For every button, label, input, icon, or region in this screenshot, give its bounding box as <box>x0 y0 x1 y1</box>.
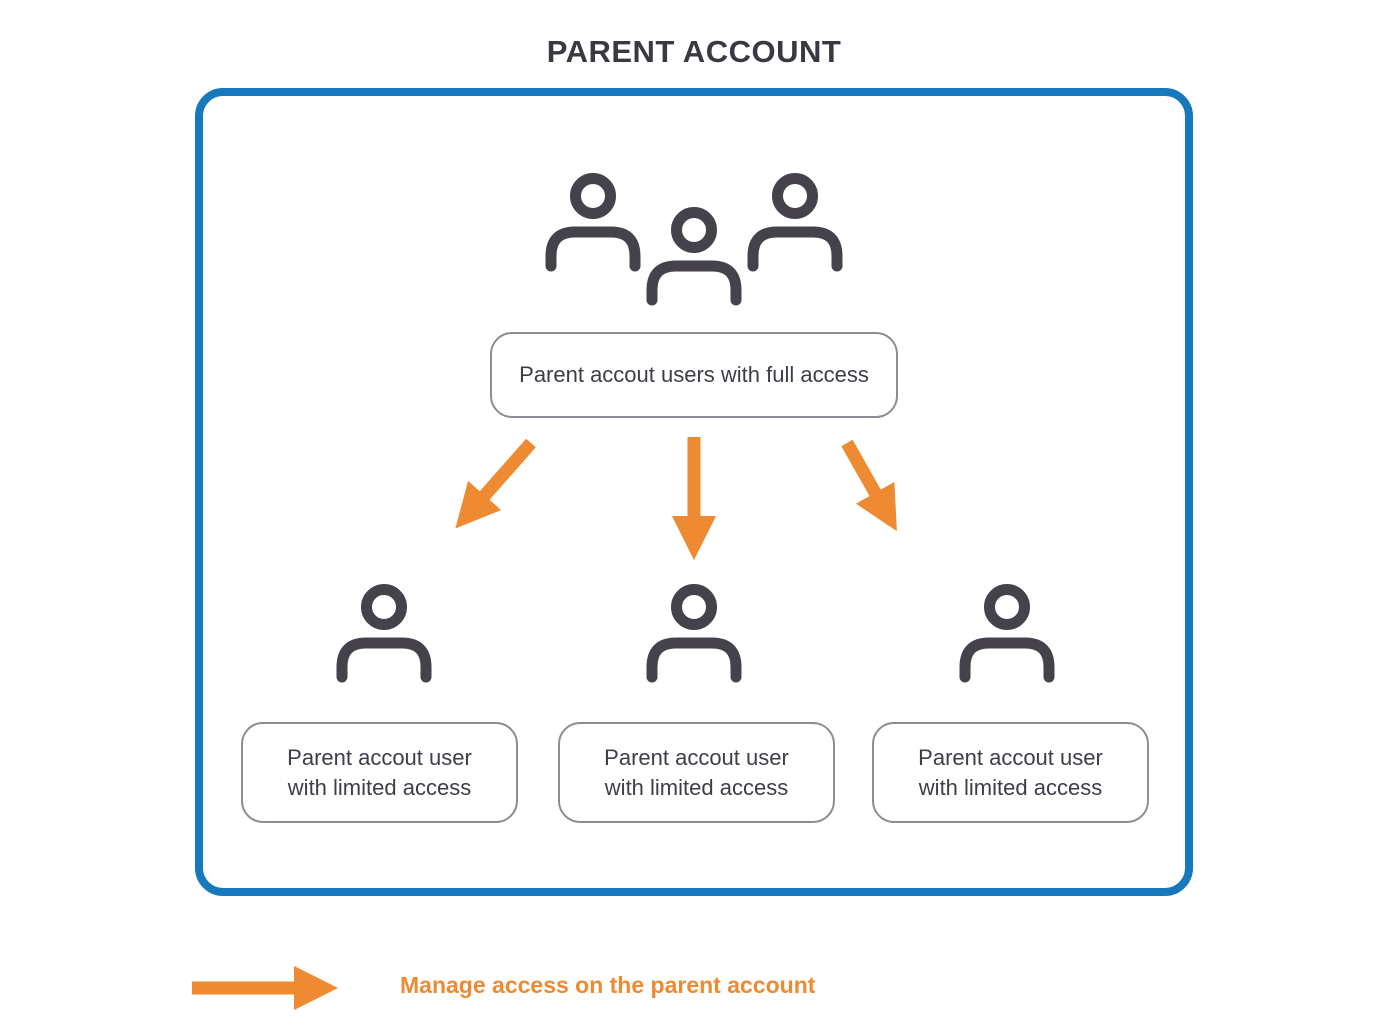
person-icon <box>959 584 1055 683</box>
limited-access-label-line2: with limited access <box>604 774 789 800</box>
person-icon <box>646 584 742 683</box>
limited-access-node: Parent accout user with limited access <box>872 722 1149 823</box>
users-group-icon <box>543 170 845 310</box>
person-icon <box>336 584 432 683</box>
limited-access-label-line2: with limited access <box>918 774 1103 800</box>
full-access-node: Parent accout users with full access <box>490 332 898 418</box>
legend-label: Manage access on the parent account <box>400 972 816 998</box>
limited-access-label-line1: Parent accout user <box>918 744 1103 770</box>
limited-access-label-line1: Parent accout user <box>287 744 472 770</box>
limited-access-node: Parent accout user with limited access <box>558 722 835 823</box>
limited-access-node: Parent accout user with limited access <box>241 722 518 823</box>
limited-access-label-line2: with limited access <box>287 774 472 800</box>
limited-access-label-line1: Parent accout user <box>604 744 789 770</box>
full-access-label: Parent accout users with full access <box>519 362 869 387</box>
page-title: PARENT ACCOUNT <box>546 34 842 69</box>
